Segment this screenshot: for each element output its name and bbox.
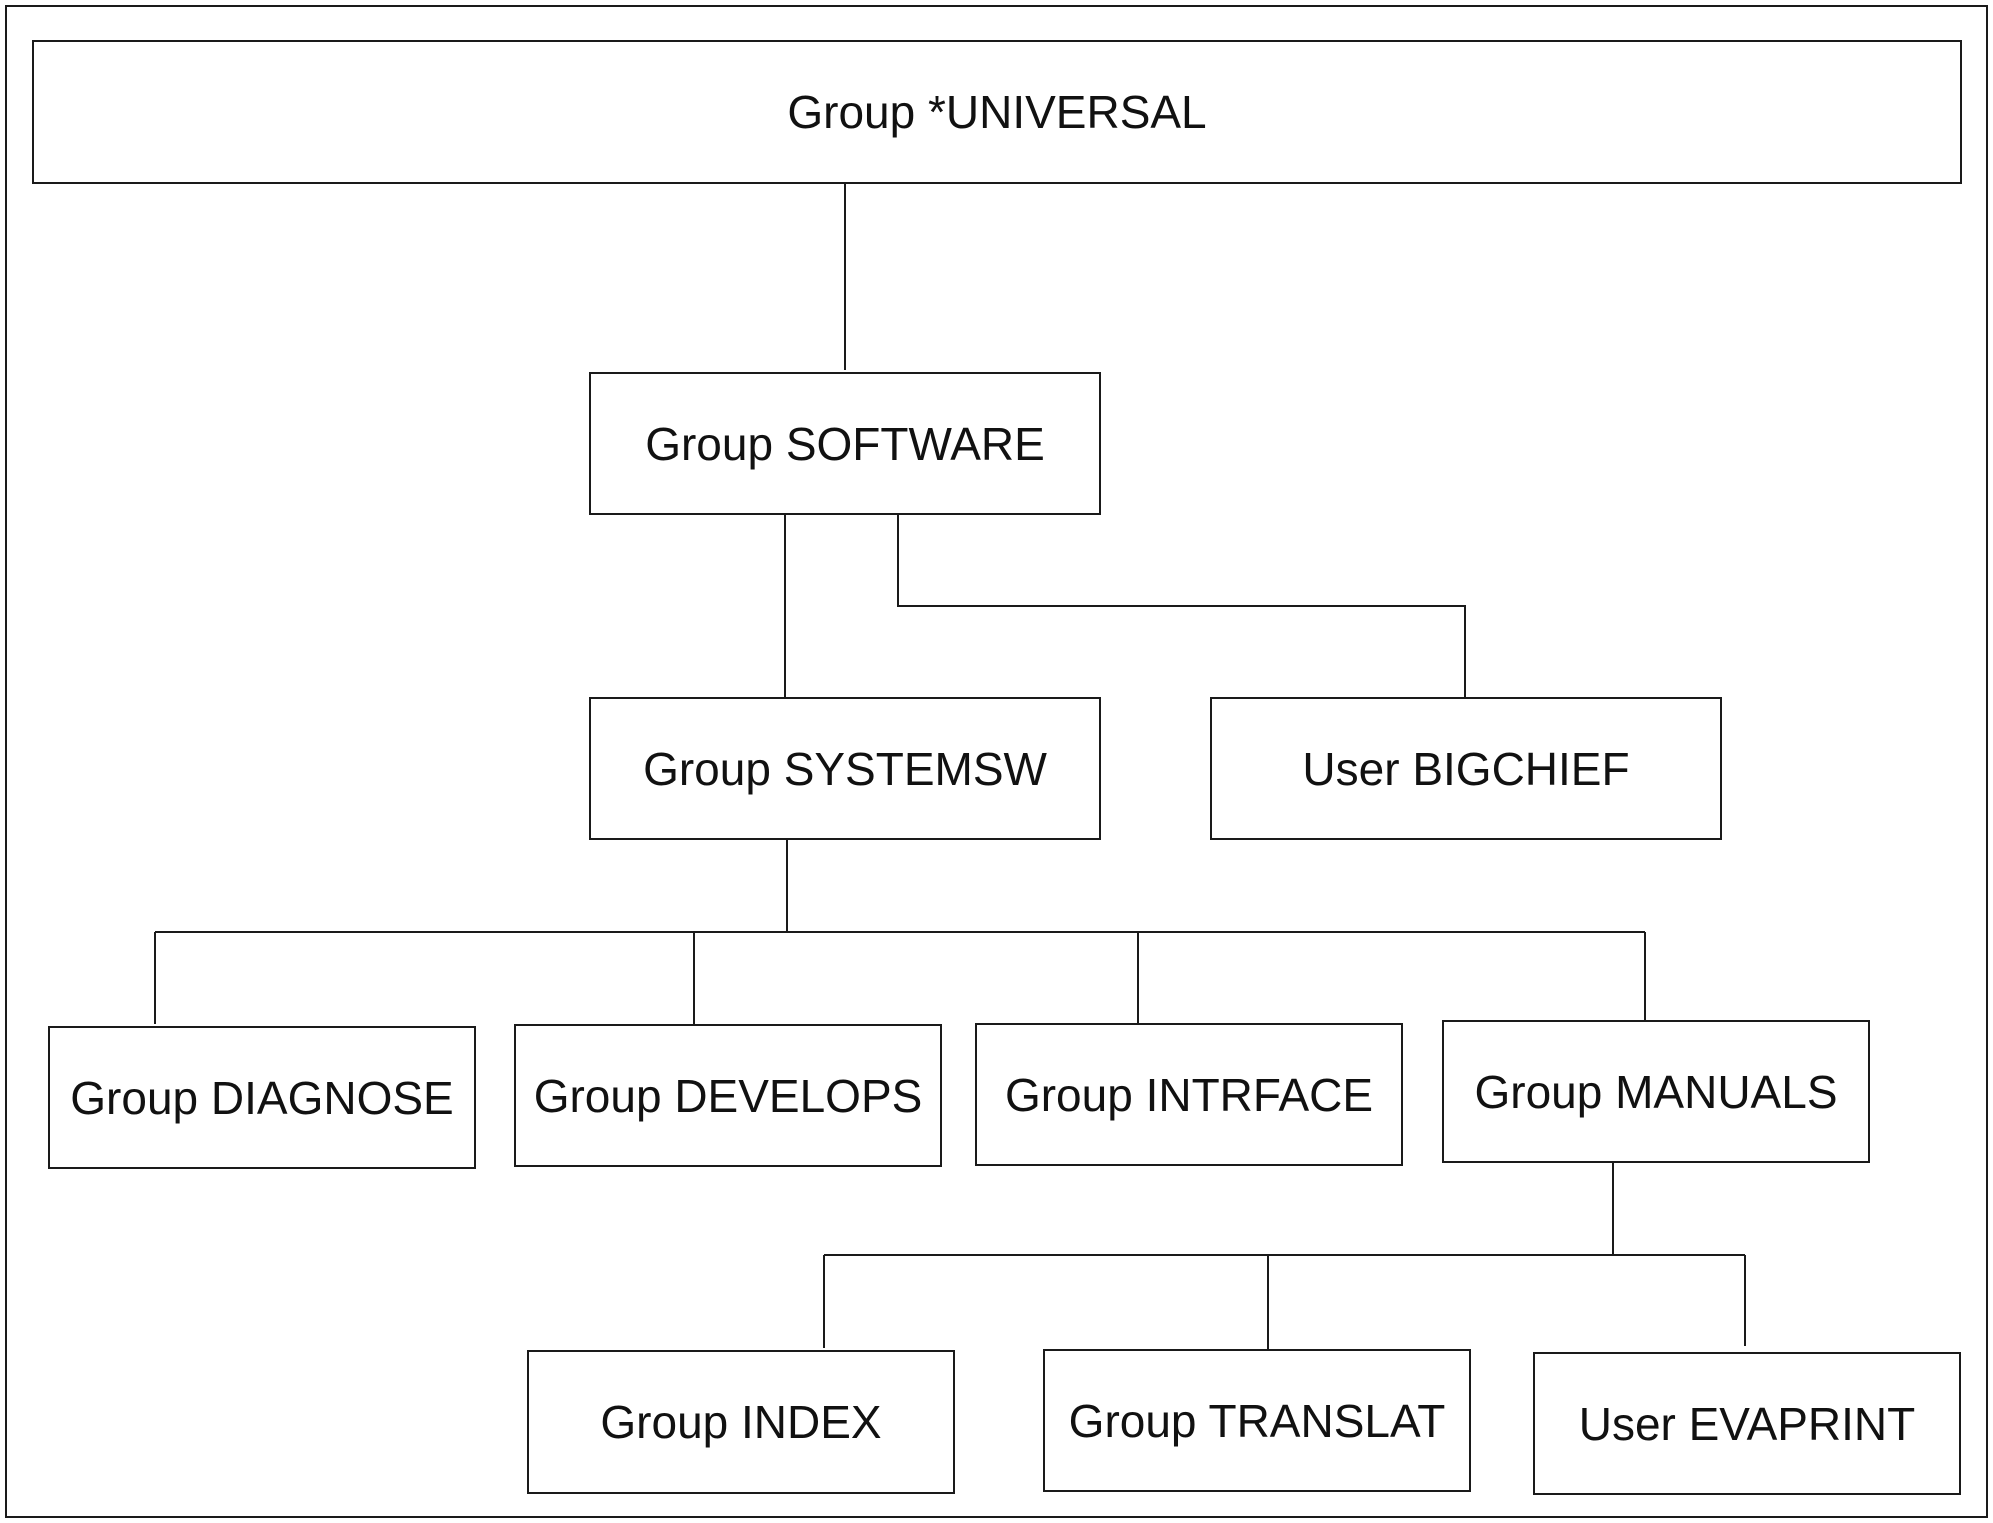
node-user-evaprint: User EVAPRINT (1533, 1352, 1961, 1495)
node-group-manuals: Group MANUALS (1442, 1020, 1870, 1163)
node-group-software: Group SOFTWARE (589, 372, 1101, 515)
node-group-universal: Group *UNIVERSAL (32, 40, 1962, 184)
node-group-index: Group INDEX (527, 1350, 955, 1494)
node-group-translat: Group TRANSLAT (1043, 1349, 1471, 1492)
connector-software-bigchief (897, 514, 1466, 697)
node-group-diagnose: Group DIAGNOSE (48, 1026, 476, 1169)
node-group-systemsw: Group SYSTEMSW (589, 697, 1101, 840)
node-user-bigchief: User BIGCHIEF (1210, 697, 1722, 840)
node-group-intrface: Group INTRFACE (975, 1023, 1403, 1166)
outer-frame (5, 5, 1988, 1518)
node-group-develops: Group DEVELOPS (514, 1024, 942, 1167)
